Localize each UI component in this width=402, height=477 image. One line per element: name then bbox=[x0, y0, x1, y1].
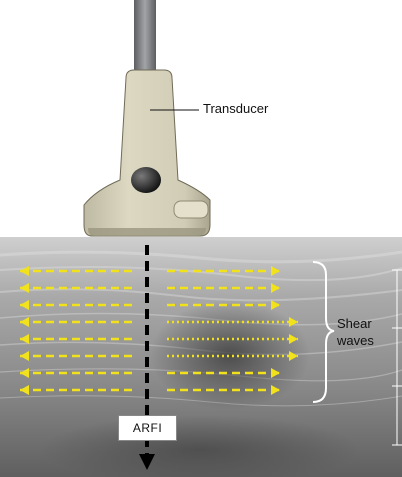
shear-waves-label-line2: waves bbox=[337, 333, 374, 348]
right-arrow-row-4 bbox=[167, 317, 298, 327]
right-arrow-row-1 bbox=[167, 266, 280, 276]
left-arrow-row-8-head bbox=[20, 385, 29, 395]
left-arrow-row-1 bbox=[20, 266, 136, 276]
right-scale-ticks bbox=[392, 269, 402, 446]
right-arrow-row-3-head bbox=[271, 300, 280, 310]
right-arrow-row-1-head bbox=[271, 266, 280, 276]
left-arrow-row-5 bbox=[20, 334, 136, 344]
arfi-label-box: ARFI bbox=[118, 415, 177, 441]
left-arrow-row-5-head bbox=[20, 334, 29, 344]
right-arrow-row-2-head bbox=[271, 283, 280, 293]
shear-waves-label: Shear waves bbox=[337, 315, 374, 349]
transducer-label: Transducer bbox=[203, 101, 269, 116]
right-arrow-row-4-head bbox=[289, 317, 298, 327]
left-arrow-row-4 bbox=[20, 317, 136, 327]
arfi-arrowhead-icon bbox=[139, 454, 155, 470]
right-arrow-row-7-head bbox=[271, 368, 280, 378]
right-arrow-row-5 bbox=[167, 334, 298, 344]
ultrasound-image bbox=[0, 237, 402, 477]
transducer-shadow bbox=[88, 228, 206, 236]
right-arrow-row-6-head bbox=[289, 351, 298, 361]
shear-waves-brace bbox=[312, 261, 335, 403]
left-arrow-row-8 bbox=[20, 385, 136, 395]
left-shear-arrows bbox=[20, 266, 136, 395]
right-arrow-row-5-head bbox=[289, 334, 298, 344]
transducer-body bbox=[83, 69, 211, 237]
right-shear-arrows bbox=[167, 266, 298, 395]
left-arrow-row-2 bbox=[20, 283, 136, 293]
right-arrow-row-7 bbox=[167, 368, 280, 378]
right-arrow-row-2 bbox=[167, 283, 280, 293]
transducer bbox=[83, 0, 211, 237]
right-arrow-row-3 bbox=[167, 300, 280, 310]
left-arrow-row-7-head bbox=[20, 368, 29, 378]
dark-lesion-region bbox=[150, 300, 310, 410]
left-arrow-row-6-head bbox=[20, 351, 29, 361]
arfi-label: ARFI bbox=[132, 421, 163, 435]
shear-waves-label-line1: Shear bbox=[337, 316, 372, 331]
left-arrow-row-3-head bbox=[20, 300, 29, 310]
left-arrow-row-1-head bbox=[20, 266, 29, 276]
left-arrow-row-4-head bbox=[20, 317, 29, 327]
right-arrow-row-8-head bbox=[271, 385, 280, 395]
right-arrow-row-6 bbox=[167, 351, 298, 361]
transducer-cable bbox=[134, 0, 156, 74]
left-arrow-row-6 bbox=[20, 351, 136, 361]
transducer-handle-notch bbox=[173, 200, 209, 219]
right-arrow-row-8 bbox=[167, 385, 280, 395]
transducer-button-icon bbox=[131, 167, 161, 193]
left-arrow-row-7 bbox=[20, 368, 136, 378]
left-arrow-row-3 bbox=[20, 300, 136, 310]
left-arrow-row-2-head bbox=[20, 283, 29, 293]
